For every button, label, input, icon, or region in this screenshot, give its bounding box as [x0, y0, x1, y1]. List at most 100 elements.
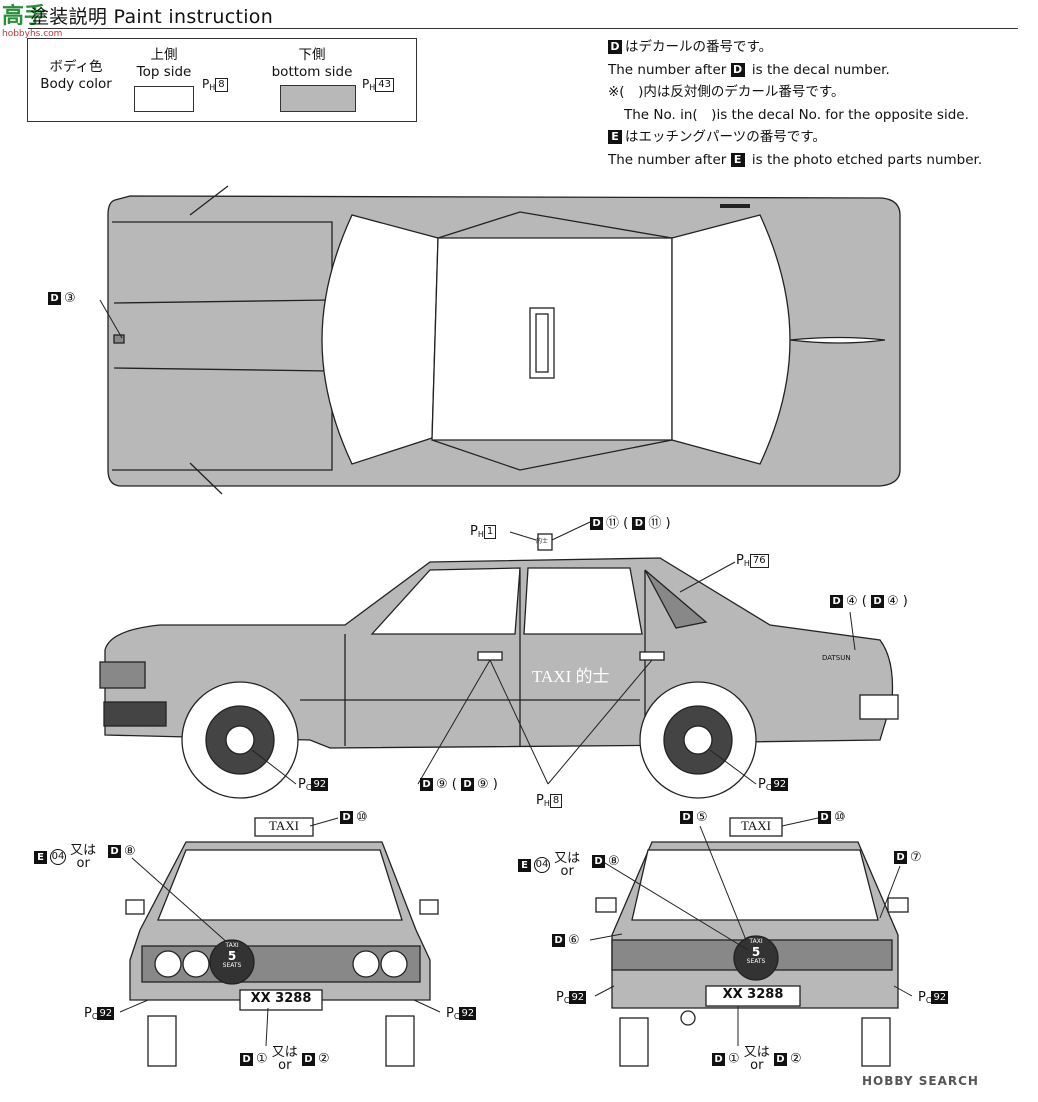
or-ja: 又は: [271, 1045, 298, 1060]
paint-num: 92: [459, 1007, 477, 1020]
decal-num: ⑤: [696, 810, 708, 825]
paint-num: 92: [97, 1007, 115, 1020]
code-prefix: P: [202, 77, 210, 91]
decal-key: D: [632, 517, 646, 530]
decal-num: ①: [256, 1051, 268, 1067]
decal-num: ⑨: [436, 777, 448, 792]
paint-p: P: [298, 777, 306, 792]
body-color-en: Body color: [40, 76, 112, 92]
car-front-view: [125, 817, 439, 1067]
paint-sub: C: [91, 1012, 98, 1021]
decal-key: D: [108, 845, 121, 858]
decal-num: ⑦: [910, 850, 922, 865]
decal-key: D: [340, 811, 353, 824]
note-line-3: ※( )内は反対側のデカール番号です。: [608, 81, 982, 104]
paint-num: 8: [549, 793, 563, 808]
top-side-swatch: [134, 86, 194, 112]
decal-num: ②: [317, 1051, 330, 1067]
decal-key: D: [680, 811, 693, 824]
paint-num: 92: [311, 778, 329, 791]
or-ja: 又は: [554, 851, 581, 866]
paint-sub: C: [765, 783, 772, 792]
decal-num: ⑥: [568, 933, 580, 948]
paint-p: P: [758, 777, 766, 792]
page-title: 塗装説明 Paint instruction: [30, 6, 274, 28]
car-side-view: [99, 533, 899, 799]
or-ja: 又は: [743, 1045, 770, 1060]
badge-num: 5: [227, 949, 237, 963]
paint-sub: C: [925, 996, 932, 1005]
decal-num: ④: [887, 594, 899, 609]
code-sub: H: [369, 83, 376, 92]
decal-num: ③: [64, 291, 76, 306]
badge-bottom: SEATS: [222, 962, 242, 969]
decal-key: D: [420, 778, 433, 791]
note-text: The number after: [608, 61, 731, 78]
decal-key: D: [590, 517, 603, 530]
rear-roof-sign-text: TAXI: [740, 818, 771, 833]
note-text: The No. in( )is the decal No. for the op…: [624, 106, 969, 123]
etched-key: E: [608, 130, 622, 144]
decal-key: D: [871, 595, 884, 608]
badge-bottom: SEATS: [746, 958, 766, 965]
decal-num: ⑧: [124, 844, 136, 859]
code-prefix: P: [362, 77, 370, 91]
etched-key: E: [518, 858, 531, 872]
paint-num: 1: [483, 524, 497, 539]
paint-sub: H: [543, 799, 550, 808]
or-ja: 又は: [70, 843, 97, 858]
decal-key: D: [712, 1052, 725, 1066]
etched-num: 04: [534, 857, 550, 873]
bottom-side-ja: 下側: [298, 47, 326, 63]
side-taxi-text: TAXI 的士: [532, 667, 610, 686]
decal-key: D: [730, 62, 745, 77]
paint-p: P: [84, 1006, 92, 1021]
etched-num: 04: [50, 849, 66, 865]
paint-num: 92: [931, 991, 949, 1004]
body-color-ja: ボディ色: [49, 59, 103, 75]
code-num: 43: [375, 77, 394, 92]
top-roof-sign-small: 的士: [536, 538, 549, 545]
badge-num: 5: [751, 945, 761, 959]
paint-num: 76: [749, 553, 769, 568]
top-side-en: Top side: [136, 64, 192, 80]
paint-num: 92: [771, 778, 789, 791]
bottom-side-label: 下側 bottom side: [264, 47, 360, 81]
paint-p: P: [736, 553, 744, 568]
paint-p: P: [536, 793, 544, 808]
or-en: or: [76, 856, 90, 871]
decal-num: ②: [789, 1051, 802, 1067]
decal-num: ⑪: [648, 516, 662, 531]
paint-p: P: [556, 990, 564, 1005]
note-text: はデカールの番号です。: [625, 39, 773, 55]
paint-sub: C: [453, 1012, 460, 1021]
car-top-view: [107, 185, 901, 495]
body-color-label: ボディ色 Body color: [32, 59, 120, 93]
top-side-ja: 上側: [150, 47, 178, 63]
decal-num: ⑨: [477, 777, 489, 792]
note-text: is the photo etched parts number.: [747, 151, 983, 168]
